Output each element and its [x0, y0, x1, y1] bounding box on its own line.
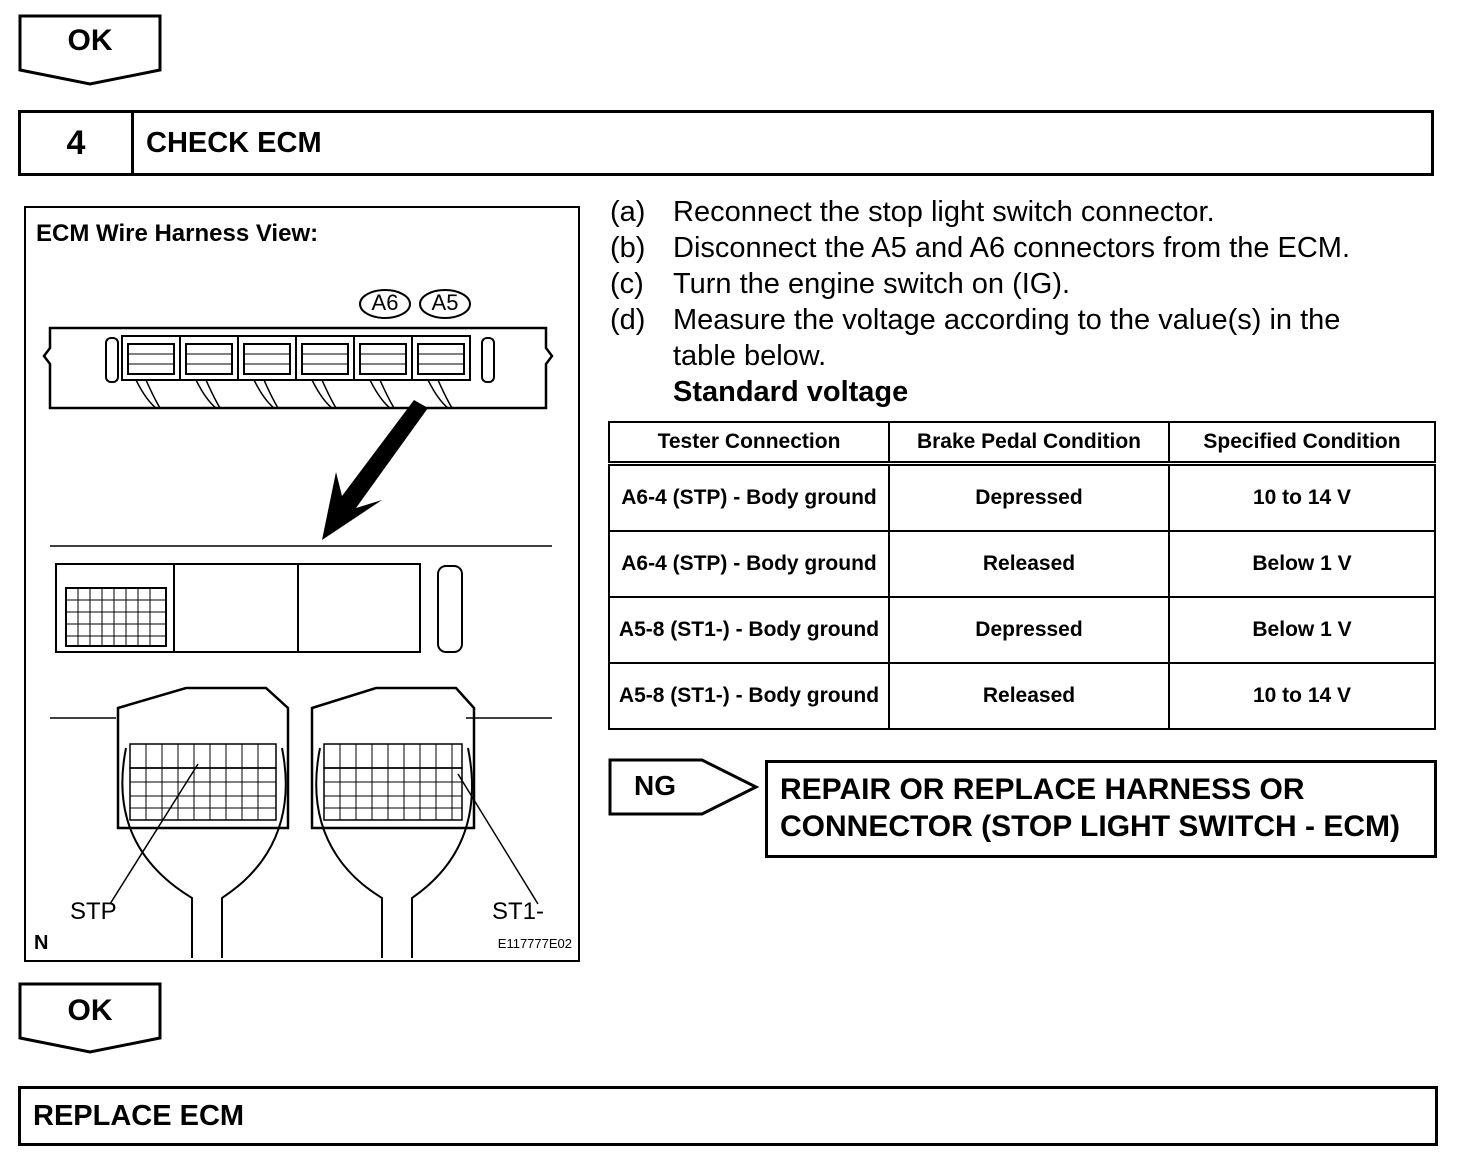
table-row: A5-8 (ST1-) - Body ground Depressed Belo… — [608, 596, 1436, 664]
ok-arrow-shape — [18, 14, 162, 86]
instruction-letter: (a) — [610, 196, 646, 228]
table-cell: 10 to 14 V — [1168, 462, 1436, 532]
table-row: A6-4 (STP) - Body ground Depressed 10 to… — [608, 462, 1436, 532]
instruction-text: Reconnect the stop light switch connecto… — [673, 196, 1215, 228]
table-cell: A5-8 (ST1-) - Body ground — [608, 596, 890, 664]
ok-label: OK — [67, 24, 113, 57]
table-row: A5-8 (ST1-) - Body ground Released 10 to… — [608, 662, 1436, 730]
table-cell: A5-8 (ST1-) - Body ground — [608, 662, 890, 730]
column-header: Brake Pedal Condition — [888, 421, 1170, 466]
ecm-wire-harness-diagram: ECM Wire Harness View: — [24, 206, 580, 962]
ng-result-box: REPAIR OR REPLACE HARNESS OR CONNECTOR (… — [765, 760, 1437, 858]
column-header: Tester Connection — [608, 421, 890, 466]
standard-heading: Standard voltage — [673, 376, 909, 408]
ok-label: OK — [67, 994, 113, 1027]
table-row: A6-4 (STP) - Body ground Released Below … — [608, 530, 1436, 598]
ng-arrow[interactable]: NG — [608, 758, 760, 816]
step-title: CHECK ECM — [146, 126, 322, 159]
instruction-item: (b) Disconnect the A5 and A6 connectors … — [610, 230, 1430, 266]
instruction-letter: (d) — [610, 304, 646, 336]
ng-arrow-shape — [608, 758, 760, 816]
table-cell: Below 1 V — [1168, 530, 1436, 598]
table-cell: A6-4 (STP) - Body ground — [608, 462, 890, 532]
instruction-text: Turn the engine switch on (IG). — [673, 268, 1071, 300]
step-number: 4 — [21, 113, 134, 173]
instruction-item: (c) Turn the engine switch on (IG). — [610, 266, 1430, 302]
replace-ecm-box: REPLACE ECM — [18, 1086, 1438, 1146]
column-header: Specified Condition — [1168, 421, 1436, 466]
table-cell: Released — [888, 662, 1170, 730]
instruction-letter: (c) — [610, 268, 644, 300]
table-cell: Depressed — [888, 596, 1170, 664]
table-cell: Depressed — [888, 462, 1170, 532]
instruction-text: Disconnect the A5 and A6 connectors from… — [673, 232, 1351, 264]
pin-label-stp: STP — [70, 898, 117, 925]
ok-arrow-shape — [18, 982, 162, 1054]
ng-label: NG — [634, 770, 676, 801]
table-cell: Released — [888, 530, 1170, 598]
corner-mark: N — [34, 932, 49, 954]
table-cell: Below 1 V — [1168, 596, 1436, 664]
instruction-item: (d) Measure the voltage according to the… — [610, 302, 1430, 374]
top-ok-arrow[interactable]: OK — [18, 14, 162, 86]
table-cell: A6-4 (STP) - Body ground — [608, 530, 890, 598]
connector-label-a6: A6 — [371, 290, 399, 315]
table-cell: 10 to 14 V — [1168, 662, 1436, 730]
connector-illustration — [42, 289, 554, 958]
table-header-row: Tester Connection Brake Pedal Condition … — [608, 421, 1436, 466]
diagram-title: ECM Wire Harness View: — [36, 220, 319, 247]
bottom-ok-arrow[interactable]: OK — [18, 982, 162, 1054]
figure-code: E117777E02 — [497, 936, 572, 951]
instruction-letter: (b) — [610, 232, 646, 264]
pin-label-st1: ST1- — [492, 898, 545, 925]
voltage-spec-table: Tester Connection Brake Pedal Condition … — [608, 421, 1436, 730]
instruction-list: (a) Reconnect the stop light switch conn… — [610, 194, 1430, 410]
connector-label-a5: A5 — [431, 290, 459, 315]
step-header: 4 CHECK ECM — [18, 110, 1434, 176]
instruction-item: (a) Reconnect the stop light switch conn… — [610, 194, 1430, 230]
instruction-text: Measure the voltage according to the val… — [673, 304, 1341, 372]
